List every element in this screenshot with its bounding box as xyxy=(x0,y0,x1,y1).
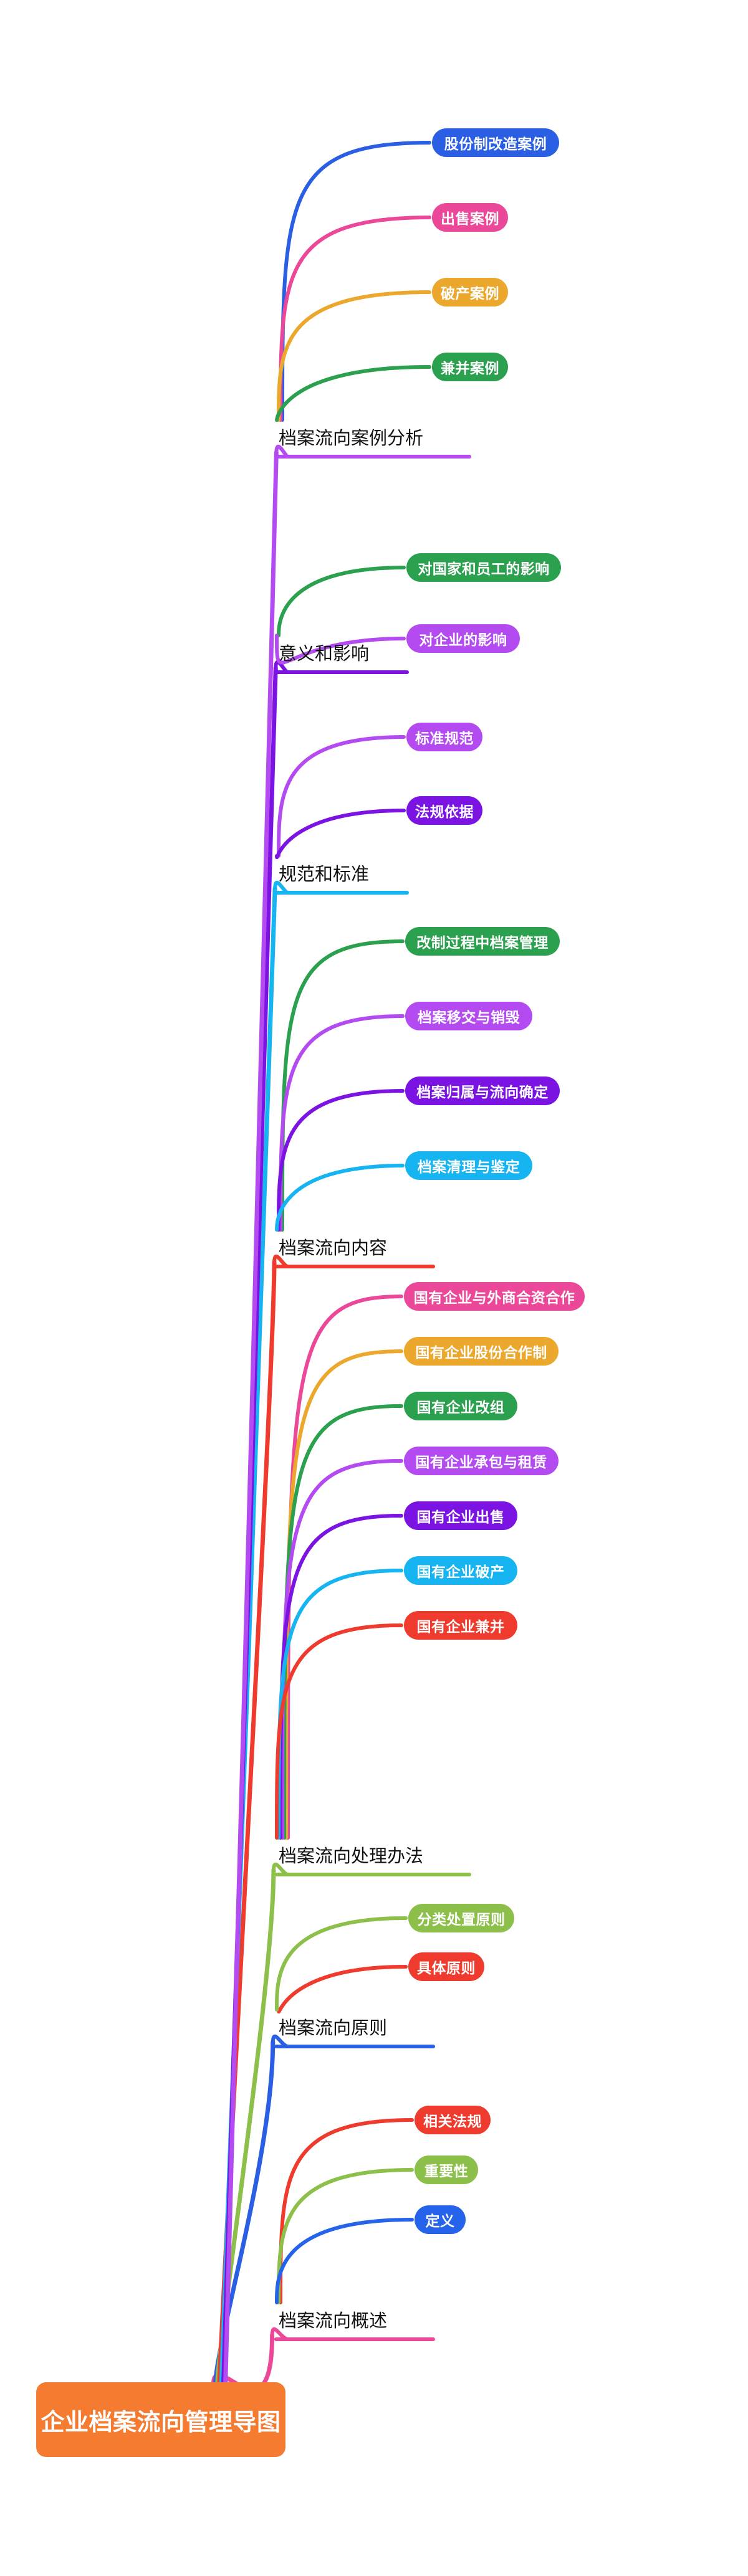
branch-trunk xyxy=(221,665,278,2387)
branch-label[interactable]: 意义和影响 xyxy=(279,644,370,664)
leaf-connector xyxy=(279,1514,403,1840)
leaf-node[interactable]: 标准规范 xyxy=(406,723,482,751)
leaf-node[interactable]: 国有企业兼并 xyxy=(404,1611,517,1640)
branch-underline xyxy=(274,891,409,895)
branch-trunk xyxy=(215,1868,276,2387)
leaf-connector xyxy=(277,1569,403,1840)
leaf-node[interactable]: 具体原则 xyxy=(408,1952,484,1981)
leaf-connector xyxy=(275,2218,414,2304)
branch-underline xyxy=(274,2045,435,2048)
leaf-node[interactable]: 档案归属与流向确定 xyxy=(405,1077,560,1105)
leaf-node[interactable]: 档案清理与鉴定 xyxy=(405,1151,532,1180)
branch-label[interactable]: 档案流向原则 xyxy=(279,2018,388,2038)
leaf-node[interactable]: 国有企业与外商合资合作 xyxy=(404,1282,585,1311)
leaf-connector xyxy=(275,809,406,859)
branch-trunk xyxy=(219,886,277,2387)
branch-trunk xyxy=(217,1260,277,2387)
leaf-connector xyxy=(275,365,431,422)
leaf-node[interactable]: 国有企业出售 xyxy=(404,1501,517,1530)
leaf-connector xyxy=(277,566,406,637)
branch-label[interactable]: 档案流向案例分析 xyxy=(279,429,424,449)
leaf-connector xyxy=(279,2118,414,2304)
branch-underline xyxy=(274,670,409,674)
branch-label[interactable]: 档案流向概述 xyxy=(279,2311,388,2331)
leaf-connector xyxy=(277,1089,405,1232)
leaf-connector xyxy=(282,1404,403,1840)
leaf-connector xyxy=(277,735,406,858)
leaf-connector xyxy=(279,216,431,422)
leaf-node[interactable]: 相关法规 xyxy=(415,2106,491,2134)
branch-label[interactable]: 档案流向内容 xyxy=(279,1238,388,1258)
branch-underline xyxy=(274,1265,435,1268)
leaf-connector xyxy=(275,1916,408,2012)
leaf-connector xyxy=(284,1349,403,1840)
branch-underline xyxy=(274,1873,471,1876)
leaf-connector xyxy=(286,1295,403,1840)
leaf-connector xyxy=(277,290,431,422)
leaf-connector xyxy=(275,1623,403,1840)
leaf-node[interactable]: 兼并案例 xyxy=(432,353,508,381)
leaf-node[interactable]: 破产案例 xyxy=(432,278,508,307)
leaf-node[interactable]: 对企业的影响 xyxy=(406,624,520,653)
leaf-node[interactable]: 分类处置原则 xyxy=(408,1904,514,1932)
branch-underline xyxy=(274,2337,435,2341)
leaf-node[interactable]: 重要性 xyxy=(415,2155,478,2184)
leaf-node[interactable]: 国有企业承包与租赁 xyxy=(404,1447,559,1475)
branch-trunk xyxy=(213,2040,276,2387)
branch-underline xyxy=(274,455,471,459)
leaf-node[interactable]: 出售案例 xyxy=(432,203,508,232)
leaf-node[interactable]: 股份制改造案例 xyxy=(432,128,559,157)
leaf-node[interactable]: 国有企业股份合作制 xyxy=(404,1337,559,1366)
leaf-connector xyxy=(277,1965,408,2014)
leaf-connector xyxy=(277,2168,414,2304)
leaf-node[interactable]: 档案移交与销毁 xyxy=(405,1002,532,1030)
leaf-connector xyxy=(275,1164,405,1232)
leaf-node[interactable]: 定义 xyxy=(415,2205,466,2234)
branch-trunk xyxy=(223,450,279,2387)
leaf-node[interactable]: 国有企业改组 xyxy=(404,1392,517,1420)
leaf-connector xyxy=(280,939,405,1232)
leaf-connector xyxy=(279,1014,405,1232)
leaf-node[interactable]: 法规依据 xyxy=(406,796,482,825)
branch-label[interactable]: 规范和标准 xyxy=(279,865,370,885)
branch-label[interactable]: 档案流向处理办法 xyxy=(279,1846,424,1866)
root-node[interactable]: 企业档案流向管理导图 xyxy=(36,2382,285,2457)
leaf-node[interactable]: 国有企业破产 xyxy=(404,1556,517,1585)
leaf-node[interactable]: 对国家和员工的影响 xyxy=(406,553,561,582)
branch-trunk xyxy=(211,2332,275,2392)
leaf-connector xyxy=(280,1459,403,1840)
leaf-connector xyxy=(280,141,431,422)
leaf-node[interactable]: 改制过程中档案管理 xyxy=(405,927,560,956)
